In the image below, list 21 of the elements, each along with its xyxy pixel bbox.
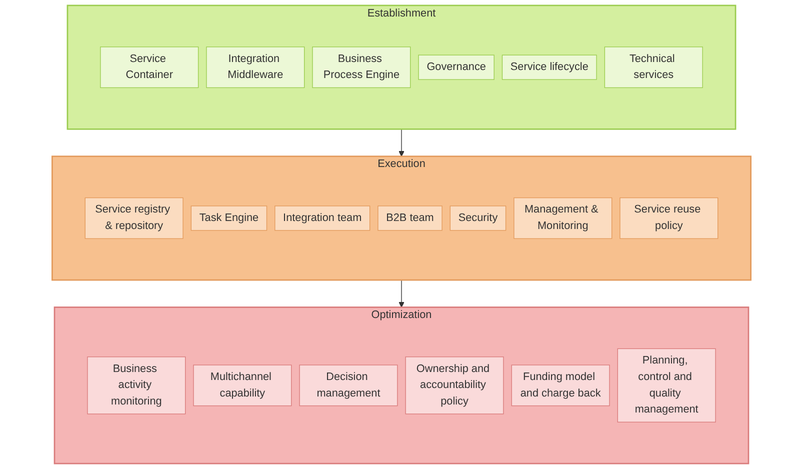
node-box: Service Container	[100, 46, 199, 88]
node-box: B2B team	[378, 206, 442, 231]
node-box: Security	[450, 206, 506, 231]
arrow	[398, 280, 404, 308]
node-box: Planning, control and quality management	[617, 348, 716, 422]
node-box: Integration team	[274, 206, 370, 231]
node-box: Ownership and accountability policy	[405, 356, 504, 414]
node-box: Business Process Engine	[312, 46, 411, 88]
node-box: Technical services	[604, 46, 703, 88]
node-box: Decision management	[299, 364, 398, 406]
node-box: Integration Middleware	[206, 46, 305, 88]
node-box: Multichannel capability	[193, 364, 292, 406]
node-box: Service registry & repository	[84, 197, 184, 239]
node-box: Funding model and charge back	[511, 364, 610, 406]
node-box: Service lifecycle	[502, 54, 597, 80]
node-box: Service reuse policy	[620, 197, 718, 239]
node-box: Task Engine	[190, 206, 268, 231]
node-box: Business activity monitoring	[87, 356, 186, 414]
arrow	[398, 128, 404, 157]
node-box: Management & Monitoring	[514, 197, 612, 239]
node-box: Governance	[418, 54, 494, 80]
